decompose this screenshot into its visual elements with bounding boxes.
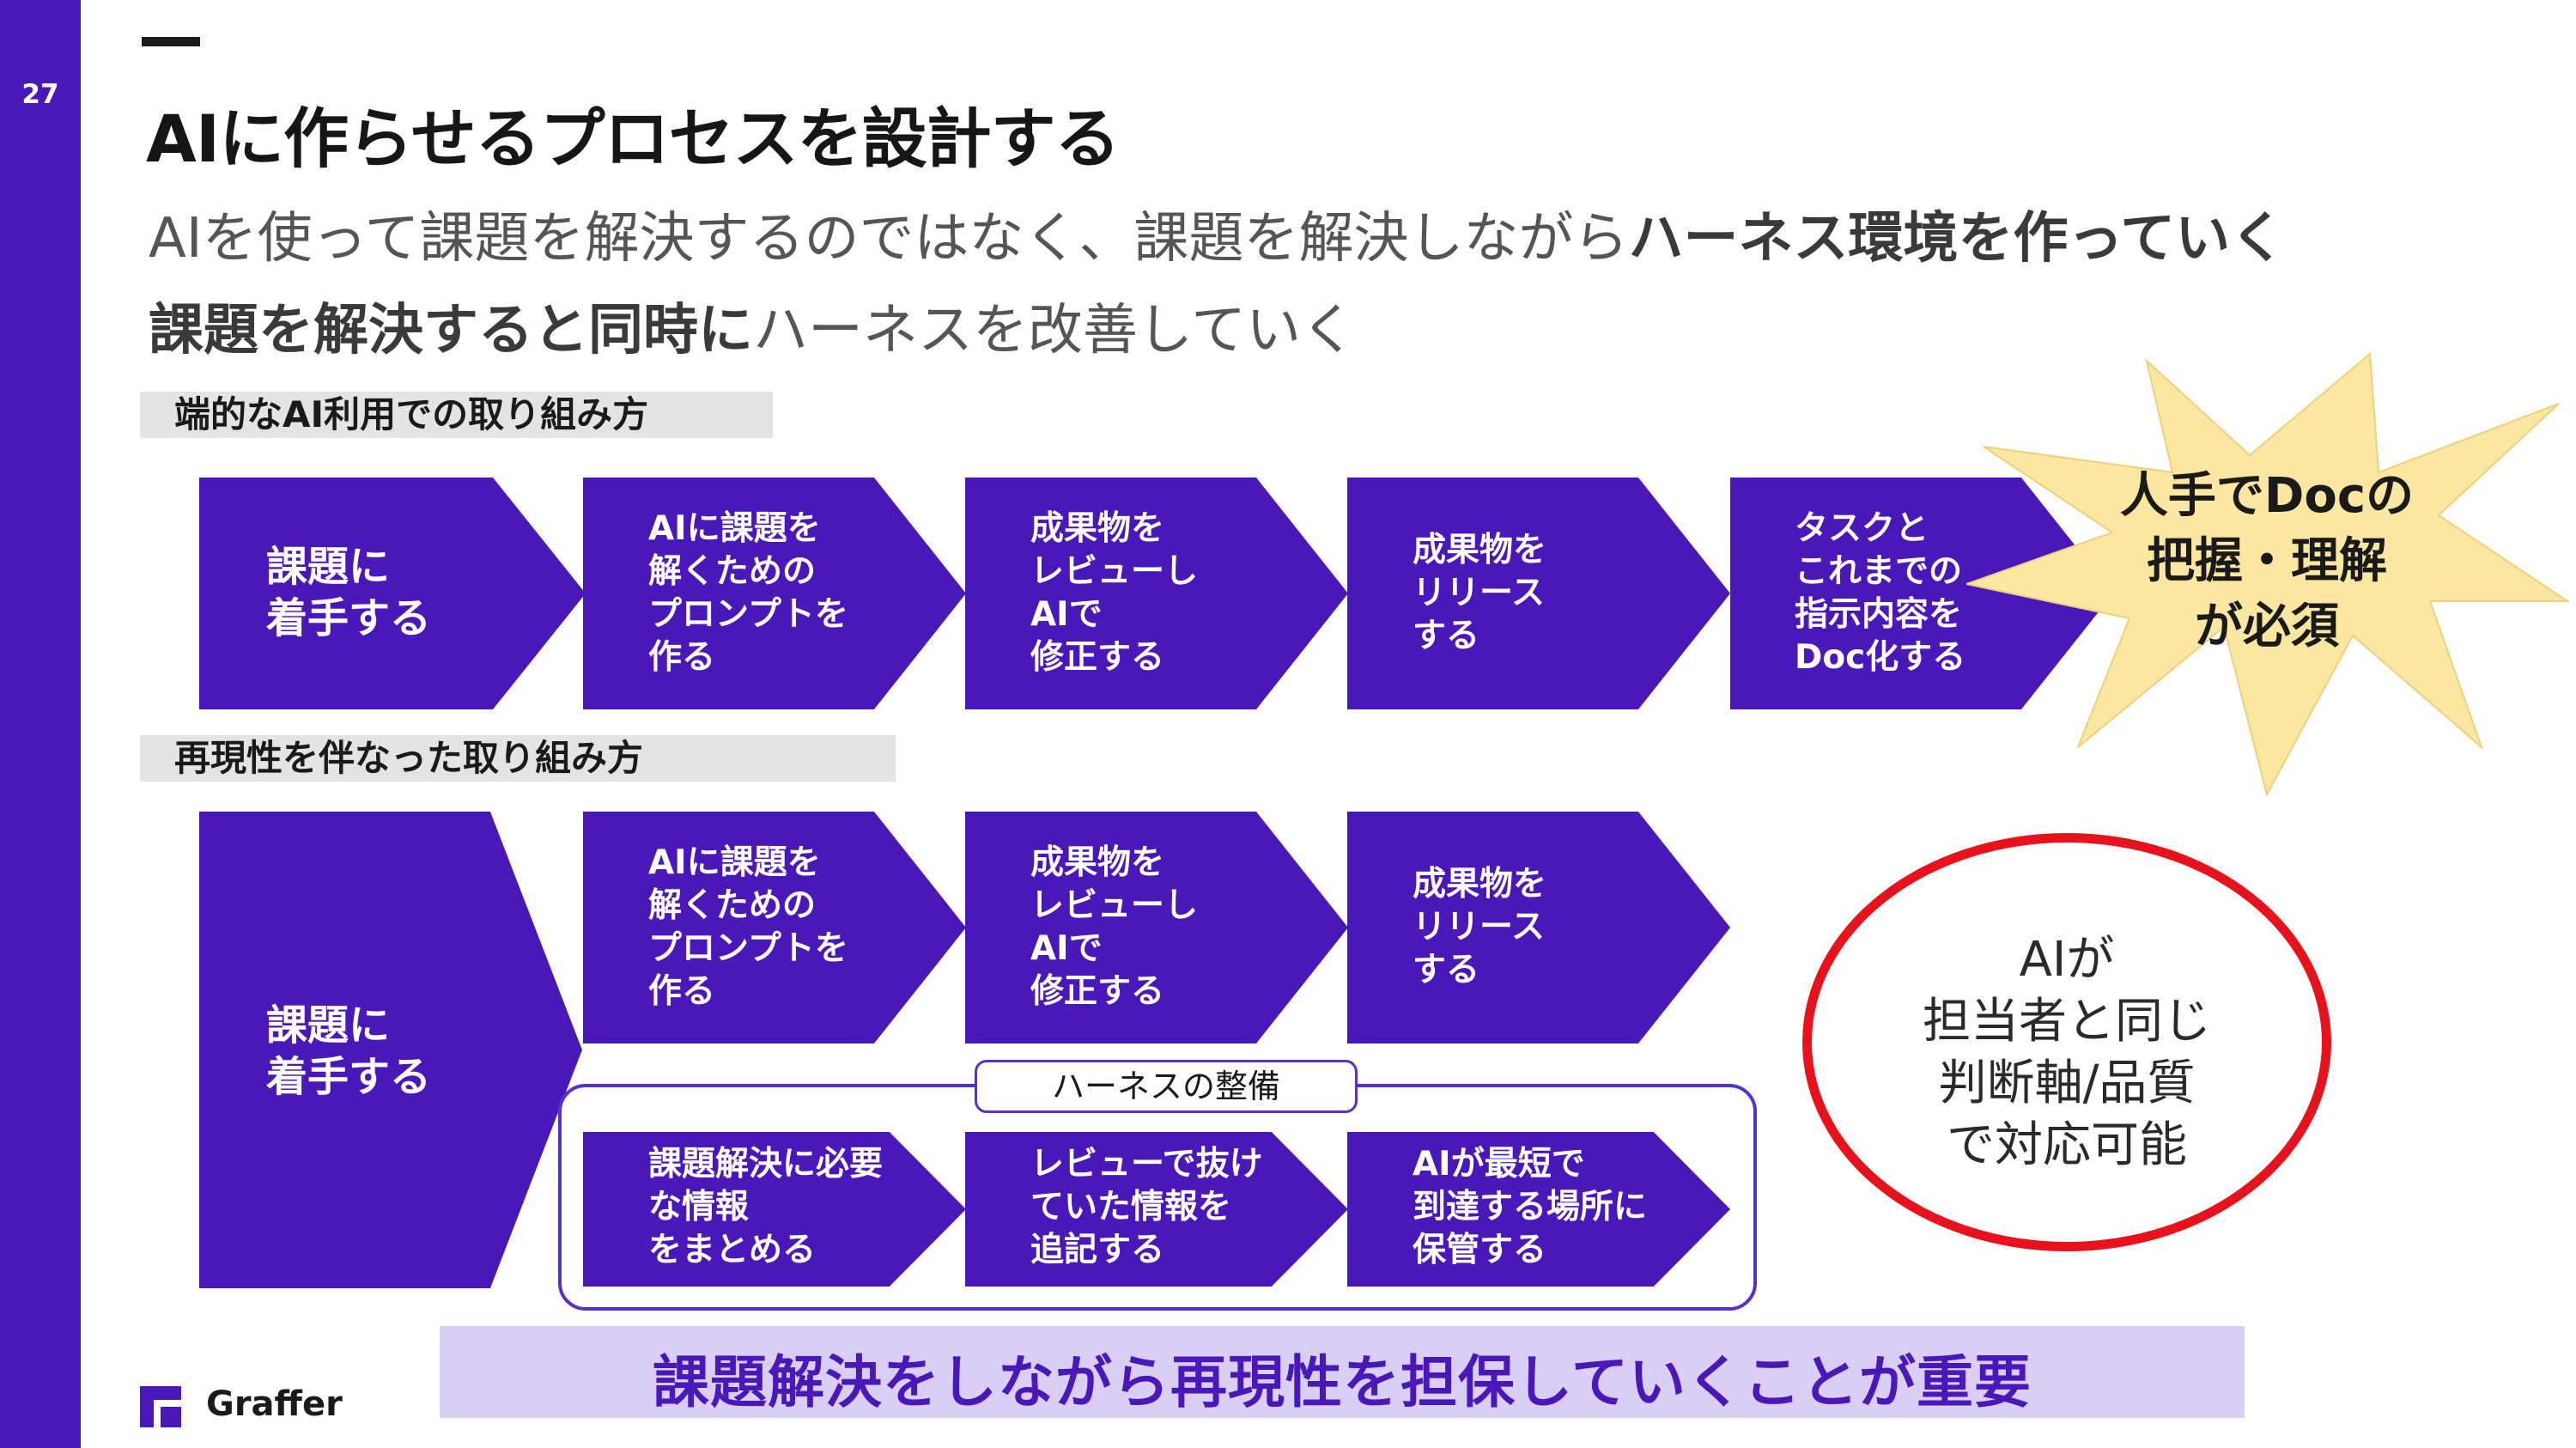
- chevron-step-tall: [199, 812, 582, 1288]
- step-label: AIに課題を 解くための プロンプトを 作る: [648, 509, 848, 677]
- subtitle-line-2-plain: ハーネスを改善していく: [753, 299, 1357, 362]
- conclusion-banner: [440, 1326, 2245, 1418]
- harness-step-label: レビューで抜け ていた情報を 追記する: [1030, 1145, 1263, 1269]
- chevron-step: [583, 812, 966, 1043]
- chevron-step-harness: [965, 1132, 1348, 1287]
- chevron-step-harness: [583, 1132, 966, 1287]
- chevron-step-harness: [1347, 1132, 1730, 1287]
- harness-label: ハーネスの整備: [975, 1060, 1358, 1113]
- step-label: 成果物を レビューし AIで 修正する: [1030, 843, 1199, 1011]
- conclusion-text: 課題解決をしながら再現性を担保していくことが重要: [652, 1349, 2032, 1415]
- logo-text: Graffer: [206, 1384, 343, 1424]
- step-label: タスクと これまでの 指示内容を Doc化する: [1795, 509, 1966, 677]
- circle-text: AIが 担当者と同じ 判断軸/品質 で対応可能: [1923, 932, 2211, 1173]
- step-label: 課題に 着手する: [266, 543, 432, 642]
- chevron-step: [199, 478, 586, 709]
- subtitle-line-2-bold: 課題を解決すると同時に: [149, 299, 753, 362]
- step-label: 課題に 着手する: [266, 1001, 432, 1101]
- subtitle-line-1-bold: ハーネス環境を作っていく: [1628, 207, 2286, 271]
- step-label: AIに課題を 解くための プロンプトを 作る: [648, 843, 848, 1011]
- step-label: 成果物を リリース する: [1413, 531, 1547, 655]
- left-sidebar-bar: [0, 0, 81, 1448]
- callout-text: 人手でDocの 把握・理解 が必須: [2119, 468, 2415, 654]
- harness-step-label: 課題解決に必要 な情報 をまとめる: [648, 1145, 884, 1269]
- chevron-step: [583, 478, 966, 709]
- section-label-simple-ai-use: 端的なAI利用での取り組み方: [140, 392, 773, 438]
- subtitle-line-2: 課題を解決すると同時にハーネスを改善していく: [149, 296, 1356, 365]
- chevron-step: [965, 478, 1348, 709]
- slide-title: AIに作らせるプロセスを設計する: [146, 100, 1121, 177]
- graffer-logo-icon: [140, 1386, 181, 1427]
- subtitle-line-1: AIを使って課題を解決するのではなく、課題を解決しながらハーネス環境を作っていく: [149, 204, 2285, 273]
- page-number: 27: [21, 79, 59, 110]
- subtitle-line-1-plain: AIを使って課題を解決するのではなく、課題を解決しながら: [149, 207, 1629, 271]
- title-accent-bar: [142, 37, 200, 46]
- step-label: 成果物を レビューし AIで 修正する: [1030, 509, 1199, 677]
- starburst-callout: [1966, 351, 2571, 797]
- chevron-step: [1347, 812, 1730, 1043]
- step-label: 成果物を リリース する: [1413, 865, 1547, 989]
- red-circle-highlight: [1802, 833, 2331, 1251]
- section-label-reproducible: 再現性を伴なった取り組み方: [140, 735, 896, 782]
- chevron-step: [965, 812, 1348, 1043]
- chevron-step: [1347, 478, 1730, 709]
- starburst-shape: [1966, 351, 2571, 797]
- harness-step-label: AIが最短で 到達する場所に 保管する: [1413, 1145, 1648, 1269]
